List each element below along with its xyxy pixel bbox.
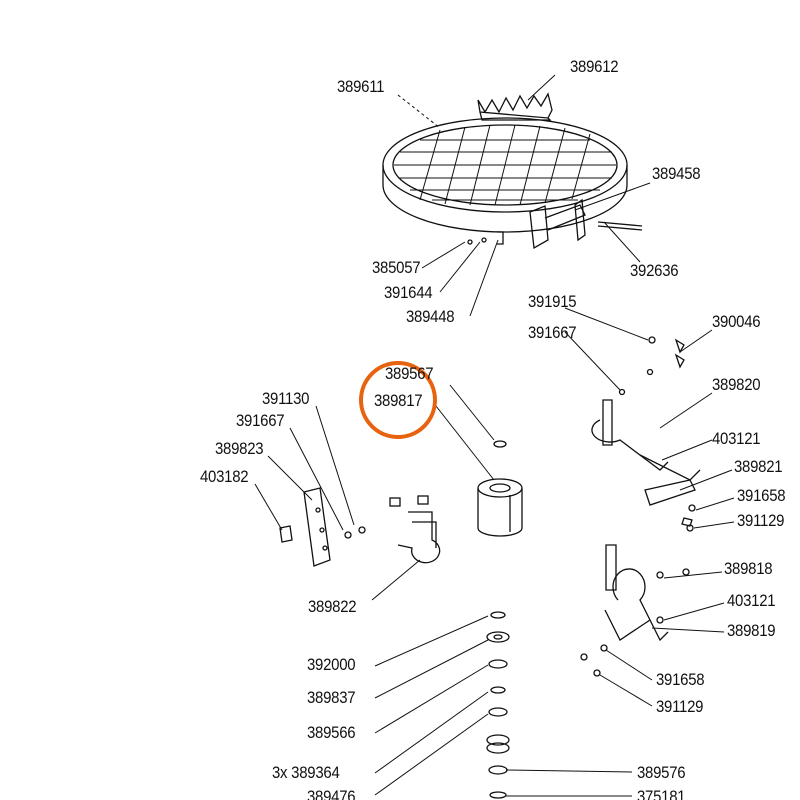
label-389821: 389821 — [734, 457, 783, 476]
label-389566: 389566 — [307, 723, 356, 742]
label-389448: 389448 — [406, 307, 455, 326]
mount-bracket — [529, 198, 643, 250]
label-390046: 390046 — [712, 312, 761, 331]
label-391658-a: 391658 — [737, 486, 786, 505]
label-385057: 385057 — [372, 258, 421, 277]
label-392000: 392000 — [307, 655, 356, 674]
label-389612: 389612 — [570, 57, 619, 76]
serrated-bracket — [477, 92, 553, 121]
grill-grate — [382, 117, 628, 233]
label-389567: 389567 — [385, 364, 434, 383]
label-389820: 389820 — [712, 375, 761, 394]
label-389818: 389818 — [724, 559, 773, 578]
label-391667-left: 391667 — [236, 411, 285, 430]
label-403121-a: 403121 — [712, 429, 761, 448]
label-391658-b: 391658 — [656, 670, 705, 689]
label-389476: 389476 — [307, 787, 356, 800]
cylinder-part — [477, 440, 523, 537]
label-391644: 391644 — [384, 283, 433, 302]
spring-assembly-upper — [591, 336, 701, 532]
label-391129-a: 391129 — [737, 511, 785, 530]
label-391130: 391130 — [262, 389, 310, 408]
label-403182: 403182 — [200, 467, 249, 486]
label-389837: 389837 — [307, 688, 356, 707]
label-403121-b: 403121 — [727, 591, 776, 610]
leader-lines — [254, 74, 735, 797]
label-389817: 389817 — [374, 391, 423, 410]
label-375181: 375181 — [637, 787, 686, 800]
label-389611: 389611 — [337, 77, 385, 96]
small-screws — [467, 231, 504, 245]
label-392636: 392636 — [630, 261, 679, 280]
label-391915: 391915 — [528, 292, 577, 311]
washer-stack — [486, 611, 510, 799]
label-391667-right: 391667 — [528, 323, 577, 342]
flat-plate — [279, 487, 366, 567]
bent-rod — [389, 495, 441, 564]
label-389822: 389822 — [308, 597, 357, 616]
label-389364: 3x 389364 — [272, 763, 340, 782]
highlight-circle — [359, 361, 437, 439]
label-389576: 389576 — [637, 763, 686, 782]
label-389823: 389823 — [215, 439, 264, 458]
label-389819: 389819 — [727, 621, 776, 640]
label-389458: 389458 — [652, 164, 701, 183]
label-391129-b: 391129 — [656, 697, 704, 716]
spring-assembly-lower — [580, 544, 690, 677]
